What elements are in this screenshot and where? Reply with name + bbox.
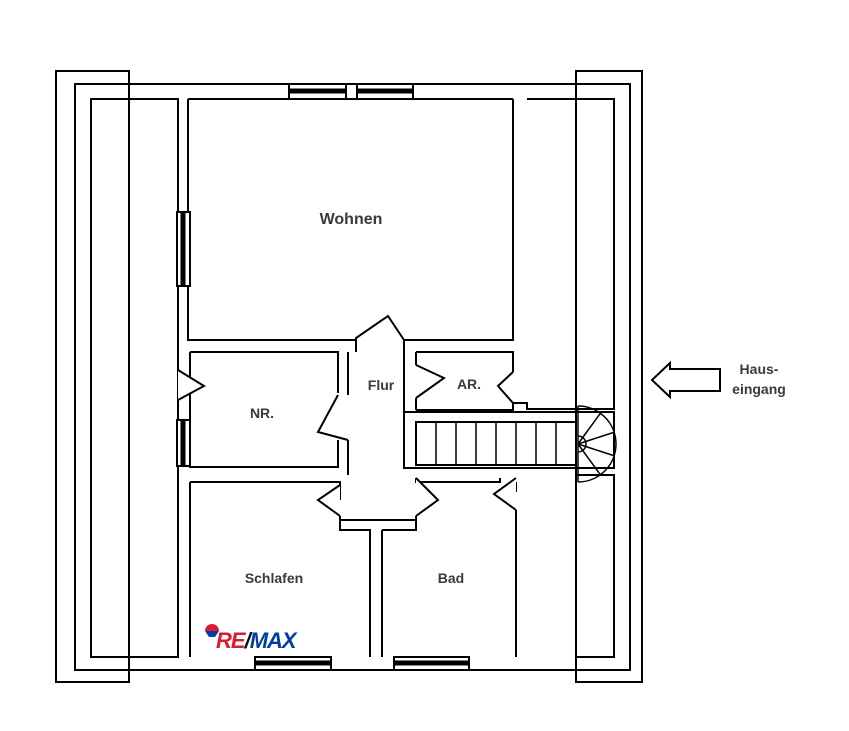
right-kneewall-lower [576,474,615,658]
room-label-bad: Bad [438,570,464,586]
nr-wall-bottom [189,352,339,468]
schlafen-wall-right [339,516,371,657]
nr-wall [190,351,339,393]
room-label-ar: AR. [457,376,481,392]
door-bad-right [492,477,517,511]
entrance-label-line2: eingang [732,381,786,397]
schlafen-wall [190,481,341,500]
door-schlafen [316,484,341,517]
winder-arc [577,405,617,483]
room-label-schlafen: Schlafen [245,570,303,586]
remax-logo: RE/MAX [205,624,299,653]
wohnen-wall [187,99,356,341]
winder-core [577,435,587,453]
ar-wall [416,351,514,372]
winder-tread [577,431,615,445]
right-kneewall-upper [527,98,615,410]
outer-wall [74,83,631,671]
wohnen-wall-right [400,99,514,341]
winder-tread [577,412,601,445]
bad-wall [382,516,417,531]
right-roof-strip [575,70,643,683]
door-flur-top [355,314,405,352]
bad-wall-top [415,478,501,483]
room-label-nr: NR. [250,405,274,421]
entrance-arrow-icon [650,360,721,400]
remax-logo-text: RE/MAX [216,628,298,653]
logo-re: RE [216,628,247,653]
winder-tread [577,443,615,457]
door-ar [415,364,446,399]
stair-outline [403,411,615,469]
door-nr [316,394,349,441]
door-bad [415,477,440,517]
left-roof-strip [55,70,130,683]
room-label-flur: Flur [368,377,395,393]
left-kneewall [90,98,179,658]
stair-treads [435,405,617,483]
door-left-nr [177,369,207,401]
room-label-wohnen: Wohnen [320,211,383,228]
logo-max: MAX [250,628,298,653]
winder-tread [577,443,601,476]
ar-wall-bottom [416,402,528,411]
entrance-label-line1: Haus- [740,361,779,377]
door-right-ar [496,371,514,404]
